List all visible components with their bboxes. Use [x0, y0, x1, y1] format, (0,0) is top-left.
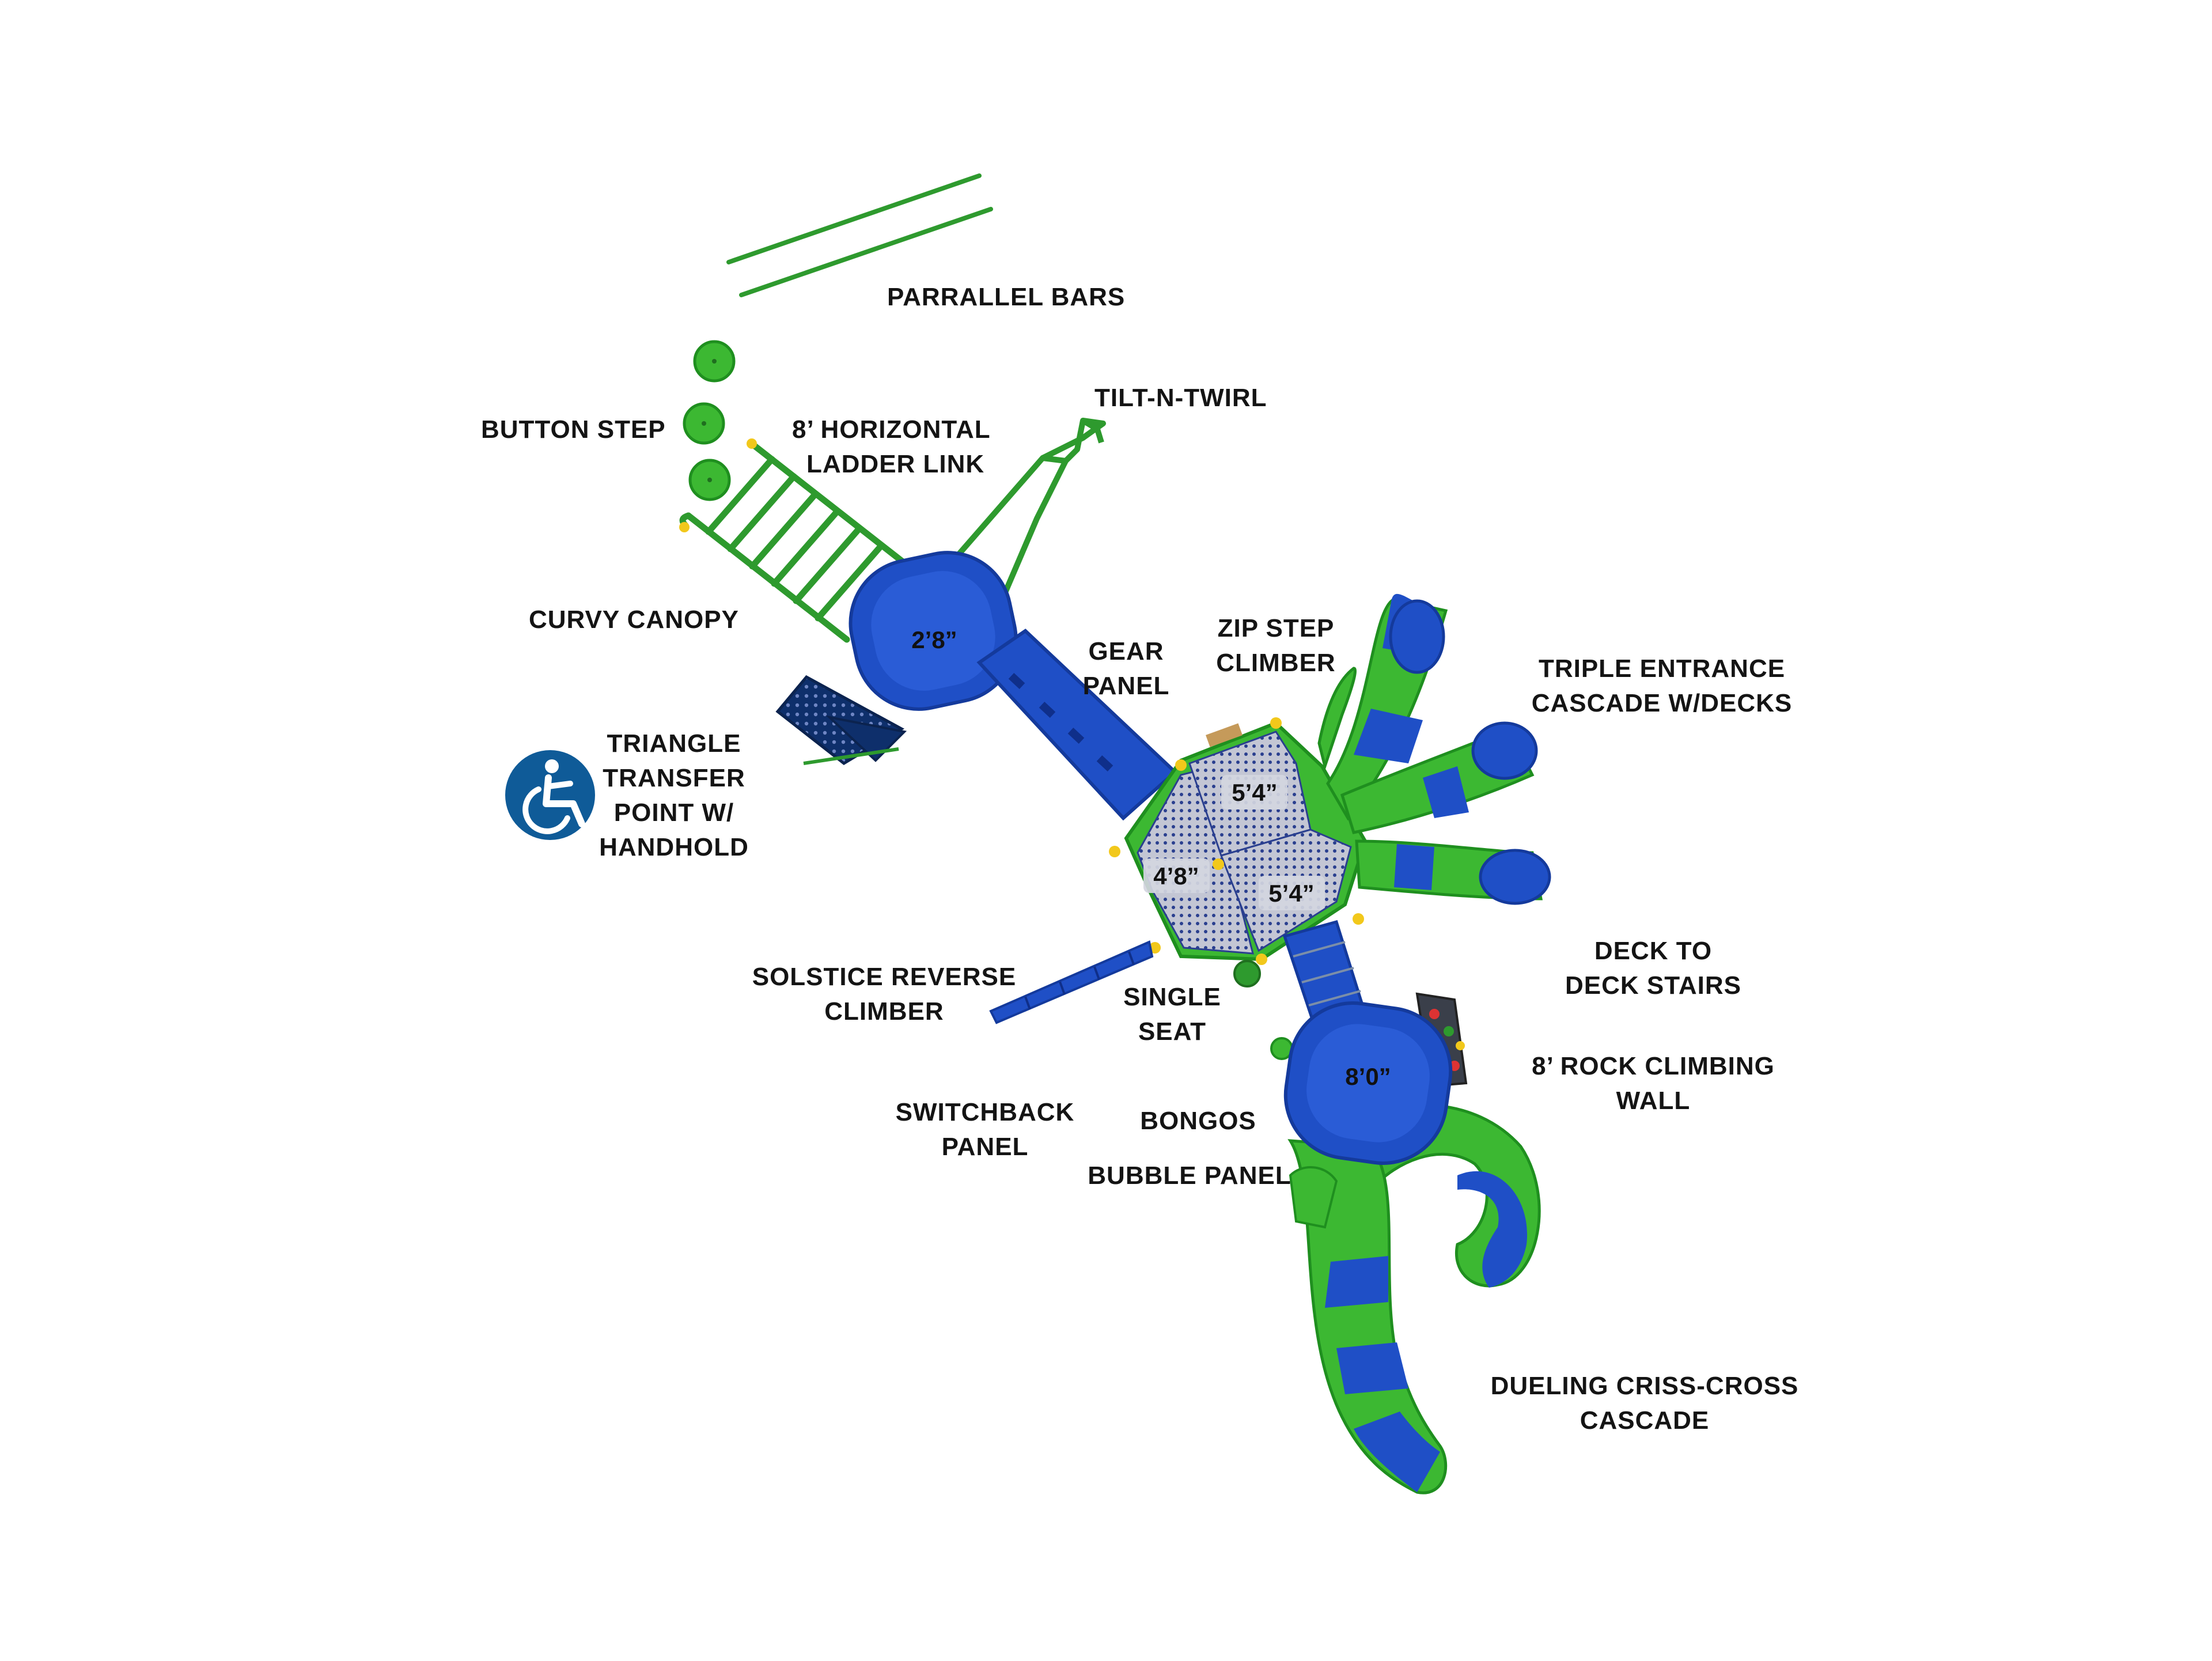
tilt-n-twirl [942, 418, 1106, 600]
label-deck-to-deck-stairs: DECK STAIRS [1565, 971, 1741, 1000]
lower-deck-roof [1283, 1001, 1453, 1165]
label-bubble-panel: BUBBLE PANEL [1088, 1161, 1291, 1190]
labels: PARRALLEL BARS TILT-N-TWIRL BUTTON STEP … [481, 283, 1798, 1435]
label-solstice-reverse-climber: SOLSTICE REVERSE [752, 963, 1017, 991]
solstice-reverse-climber [989, 940, 1154, 1024]
label-triangle-transfer: TRANSFER [603, 764, 745, 792]
single-seat [1233, 960, 1261, 987]
label-curvy-canopy: CURVY CANOPY [529, 606, 739, 634]
label-zip-step-climber: CLIMBER [1216, 649, 1335, 677]
label-gear-panel: PANEL [1083, 672, 1170, 700]
triangle-transfer-point [775, 675, 907, 766]
label-horizontal-ladder: 8’ HORIZONTAL [792, 415, 991, 444]
label-triangle-transfer: POINT W/ [614, 799, 734, 827]
label-deck-to-deck-stairs: DECK TO [1594, 937, 1712, 965]
label-rock-climbing-wall: WALL [1616, 1087, 1691, 1115]
curvy-canopy-roof [849, 551, 1018, 711]
label-solstice-reverse-climber: CLIMBER [824, 997, 944, 1026]
wheelchair-accessibility-icon [505, 750, 595, 840]
label-rock-climbing-wall: 8’ ROCK CLIMBING [1532, 1052, 1775, 1080]
label-triangle-transfer: TRIANGLE [607, 729, 741, 758]
ladder-cap [679, 522, 690, 532]
label-bongos: BONGOS [1140, 1107, 1256, 1135]
label-horizontal-ladder: LADDER LINK [806, 450, 984, 478]
label-dueling-cascade: CASCADE [1580, 1406, 1710, 1435]
label-single-seat: SEAT [1138, 1017, 1206, 1046]
deck-height-center-left: 4’8” [1153, 862, 1199, 890]
button-steps [683, 340, 736, 501]
label-parallel-bars: PARRALLEL BARS [887, 283, 1125, 311]
label-triple-entrance-cascade: TRIPLE ENTRANCE [1539, 654, 1785, 683]
label-tilt-n-twirl: TILT-N-TWIRL [1094, 384, 1267, 412]
label-button-step: BUTTON STEP [481, 415, 666, 444]
label-switchback-panel: SWITCHBACK [896, 1098, 1075, 1126]
dueling-criss-cross-cascade [1287, 1103, 1541, 1494]
label-triangle-transfer: HANDHOLD [599, 833, 749, 861]
deck-height-badges: 5’4” 4’8” 5’4” 2’8” 8’0” [911, 626, 1391, 1090]
deck-height-center-right: 5’4” [1268, 880, 1314, 907]
label-triple-entrance-cascade: CASCADE W/DECKS [1532, 689, 1793, 717]
label-dueling-cascade: DUELING CRISS-CROSS [1491, 1372, 1799, 1400]
deck-height-center-top: 5’4” [1232, 779, 1277, 806]
parallel-bars [726, 173, 993, 297]
triple-entrance-cascade [1317, 593, 1551, 905]
deck-height-upper-left: 2’8” [911, 626, 957, 653]
label-switchback-panel: PANEL [942, 1133, 1029, 1161]
label-zip-step-climber: ZIP STEP [1218, 614, 1335, 642]
label-gear-panel: GEAR [1088, 637, 1164, 665]
horizontal-ladder [679, 440, 914, 643]
deck-height-lower: 8’0” [1345, 1063, 1391, 1090]
ladder-cap [747, 438, 757, 449]
label-single-seat: SINGLE [1123, 983, 1221, 1011]
